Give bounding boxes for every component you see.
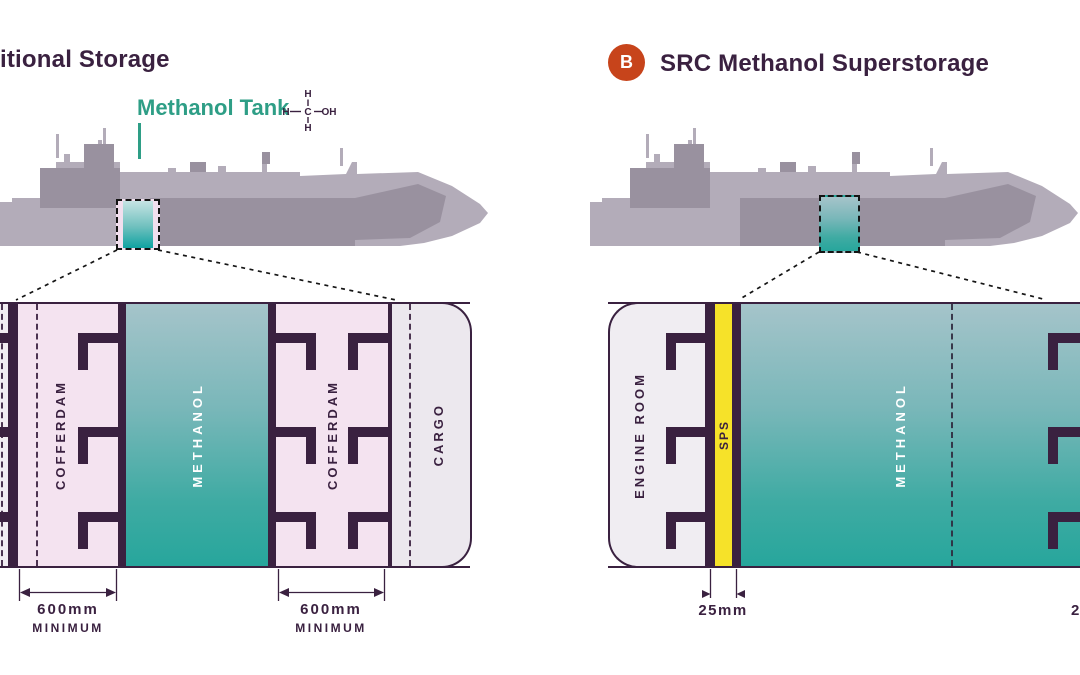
- methanol-right-label-wrap: METHANOL: [887, 304, 913, 566]
- dimension-25mm: 25mm: [683, 602, 763, 619]
- dimension-600mm-1: 600mm MINIMUM: [18, 601, 118, 635]
- projection-line-right-b: [856, 251, 1044, 300]
- dotted-line-methanol-a: [951, 304, 953, 566]
- cofferdam-1-label: COFFERDAM: [52, 379, 68, 491]
- callout-pointer-line: [138, 123, 141, 159]
- frame-bracket: [276, 333, 316, 370]
- frame-bracket: [276, 512, 316, 549]
- dimension-value: 2: [1071, 602, 1080, 619]
- frame-bracket: [666, 333, 706, 370]
- frame-bracket: [0, 512, 8, 522]
- cofferdam-1-label-wrap: COFFERDAM: [47, 304, 73, 566]
- section-cargo: [392, 302, 472, 568]
- dimension-right-partial: 2: [1071, 602, 1080, 619]
- formula-oh: OH: [322, 107, 337, 118]
- frame-bracket: [348, 512, 388, 549]
- ship-silhouette-left: [0, 128, 488, 246]
- frame-bracket: [1048, 427, 1080, 464]
- cross-section-right: ENGINE ROOM SPS METHANOL: [608, 302, 1080, 568]
- section-sps: [715, 304, 732, 566]
- section-methanol-right: [741, 304, 1080, 566]
- frame-bracket: [666, 512, 706, 549]
- formula-bonds: [290, 99, 322, 123]
- formula-h-bottom: H: [304, 123, 311, 132]
- badge-b: B: [608, 44, 645, 81]
- dimension-value: 600mm: [300, 601, 362, 618]
- dimension-qualifier: MINIMUM: [295, 621, 367, 635]
- dotted-line-cargo: [409, 304, 411, 566]
- section-methanol-left: [126, 304, 268, 566]
- projection-line-left-a: [15, 249, 118, 301]
- methanol-tank-callout: Methanol Tank: [137, 95, 290, 120]
- tank-highlight-right: [819, 195, 860, 253]
- frame-bracket: [348, 427, 388, 464]
- frame-bracket: [78, 512, 118, 549]
- cofferdam-2-label: COFFERDAM: [324, 379, 340, 491]
- engine-room-label: ENGINE ROOM: [631, 371, 647, 499]
- frame-bracket: [1048, 512, 1080, 549]
- bulkhead-wall: [705, 304, 715, 566]
- right-panel-title: SRC Methanol Superstorage: [660, 50, 990, 77]
- cofferdam-2-label-wrap: COFFERDAM: [319, 304, 345, 566]
- dotted-line-cofferdam-1: [36, 304, 38, 566]
- bulkhead-wall: [118, 304, 126, 566]
- frame-bracket: [78, 333, 118, 370]
- formula-h-left: H: [282, 107, 289, 118]
- frame-bracket: [276, 427, 316, 464]
- methanol-left-label: METHANOL: [189, 382, 205, 488]
- methanol-right-label: METHANOL: [892, 382, 908, 488]
- projection-line-right-a: [739, 251, 820, 300]
- dimension-qualifier: MINIMUM: [32, 621, 104, 635]
- dimension-600mm-2: 600mm MINIMUM: [281, 601, 381, 635]
- frame-bracket: [348, 333, 388, 370]
- left-panel-title: itional Storage: [0, 46, 170, 73]
- engine-room-label-wrap: ENGINE ROOM: [626, 304, 652, 566]
- projection-line-left-b: [157, 249, 397, 301]
- methanol-formula: H H C OH H: [282, 89, 337, 132]
- tank-highlight-left-core: [123, 201, 153, 248]
- bulkhead-wall: [268, 304, 276, 566]
- bulkhead-wall: [8, 304, 18, 566]
- frame-bracket: [0, 333, 8, 343]
- formula-c: C: [304, 107, 311, 118]
- tank-highlight-left: [116, 199, 160, 250]
- cargo-label: CARGO: [430, 403, 446, 467]
- sps-label: SPS: [717, 419, 731, 450]
- frame-bracket: [78, 427, 118, 464]
- frame-bracket: [666, 427, 706, 464]
- frame-bracket: [0, 427, 8, 437]
- dimension-value: 25mm: [698, 602, 748, 619]
- bulkhead-wall: [732, 304, 741, 566]
- methanol-left-label-wrap: METHANOL: [184, 304, 210, 566]
- formula-h-top: H: [304, 89, 311, 100]
- cargo-label-wrap: CARGO: [425, 304, 451, 566]
- dimension-value: 600mm: [37, 601, 99, 618]
- frame-bracket: [1048, 333, 1080, 370]
- cross-section-left: COFFERDAM METHANOL COFFERDAM CARGO: [0, 302, 472, 568]
